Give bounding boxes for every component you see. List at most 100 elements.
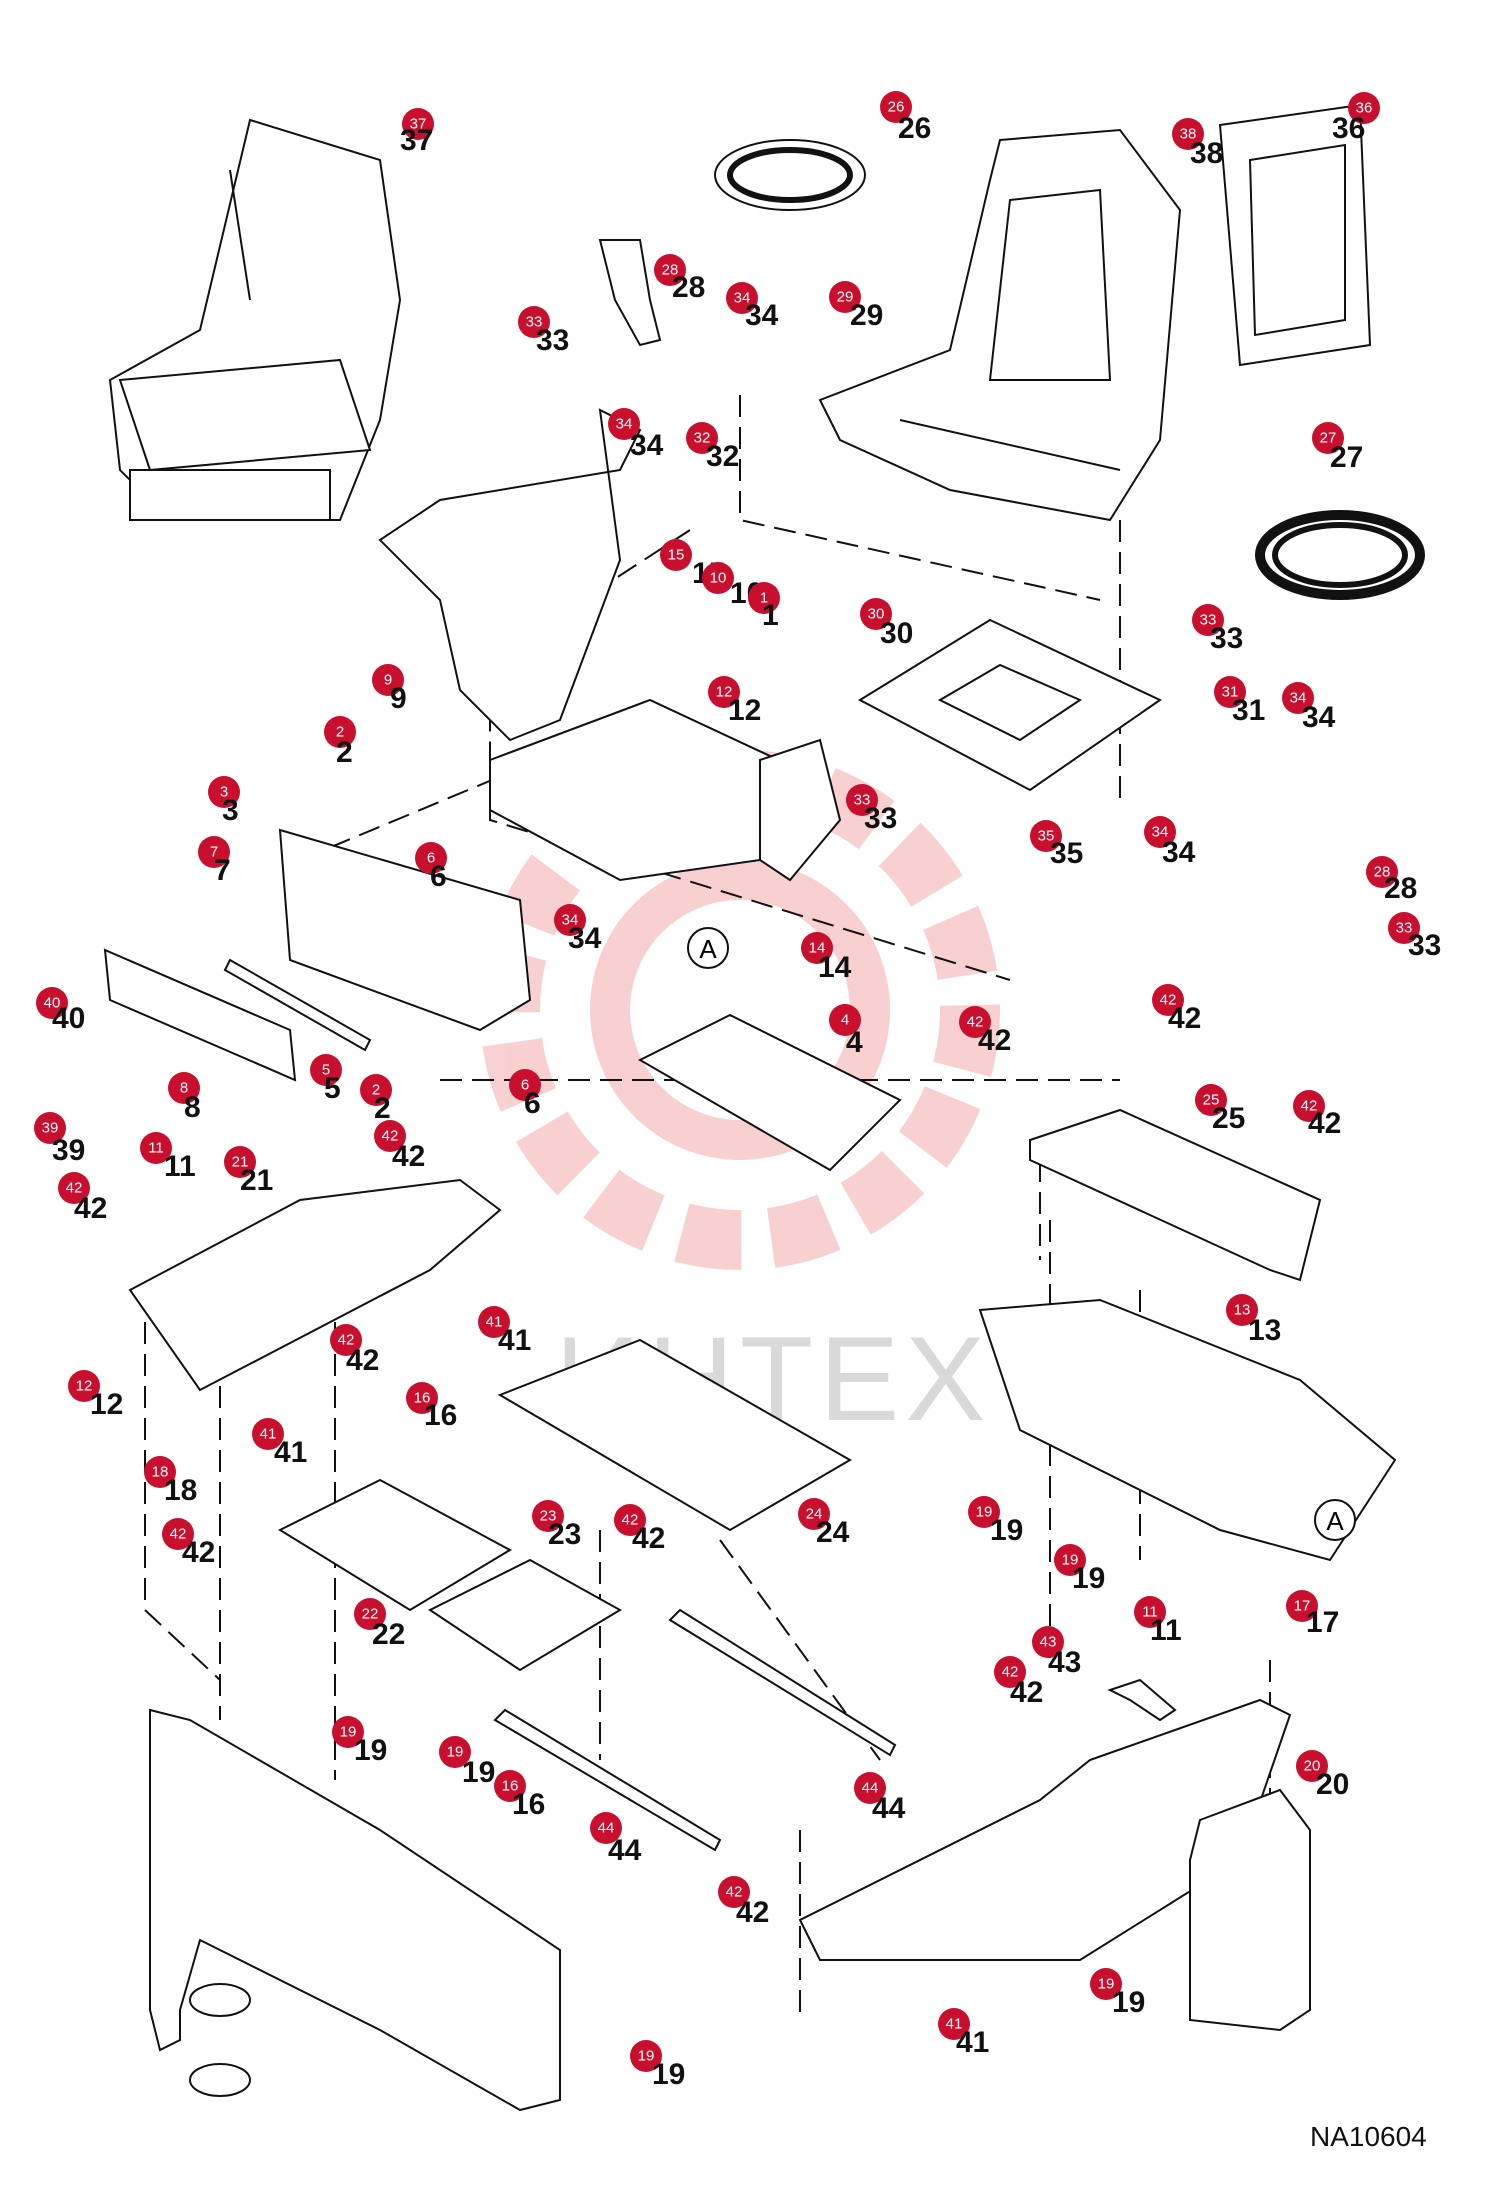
svg-text:1: 1	[760, 590, 768, 607]
label-27: 27	[1330, 441, 1363, 474]
callout-41b: 41	[252, 1418, 284, 1450]
label-28a: 28	[672, 271, 705, 304]
svg-text:11: 11	[1142, 1604, 1158, 1621]
floor-plate-right[interactable]	[1029, 1108, 1322, 1282]
callout-42g: 42	[614, 1504, 646, 1536]
label-11b: 11	[1150, 1614, 1182, 1647]
trim-strip[interactable]	[103, 948, 297, 1082]
seat-belt-buckle[interactable]	[598, 239, 662, 347]
label-42d: 42	[392, 1140, 425, 1173]
svg-text:15: 15	[668, 547, 685, 564]
svg-text:7: 7	[210, 844, 218, 861]
callout-19d: 19	[439, 1736, 471, 1768]
svg-text:42: 42	[1301, 1098, 1318, 1115]
svg-text:42: 42	[622, 1512, 639, 1529]
label-31: 31	[1232, 694, 1265, 727]
svg-text:2: 2	[336, 724, 344, 741]
callout-36: 36	[1348, 92, 1380, 124]
callout-30: 30	[860, 598, 892, 630]
side-console-panel[interactable]	[278, 828, 532, 1032]
label-32: 32	[706, 440, 739, 473]
callout-23: 23	[532, 1500, 564, 1532]
label-19d: 19	[462, 1756, 495, 1789]
seat-frame-bracket[interactable]	[378, 408, 642, 742]
svg-text:18: 18	[152, 1464, 169, 1481]
reference-marker-a-top: A	[687, 927, 729, 969]
frame-section-right[interactable]	[978, 1298, 1397, 1562]
svg-text:43: 43	[1040, 1634, 1057, 1651]
label-41b: 41	[274, 1436, 307, 1469]
svg-text:38: 38	[1180, 126, 1197, 143]
callout-33c: 33	[846, 784, 878, 816]
svg-text:42: 42	[967, 1014, 984, 1031]
callout-17: 17	[1286, 1590, 1318, 1622]
label-34d: 34	[1162, 836, 1196, 869]
frame-section-bottom-right[interactable]	[1189, 1788, 1311, 2032]
svg-text:19: 19	[1062, 1552, 1079, 1569]
callout-42h: 42	[162, 1518, 194, 1550]
callout-24: 24	[798, 1498, 830, 1530]
strip-part-5[interactable]	[223, 958, 372, 1052]
label-17: 17	[1306, 1606, 1339, 1639]
operator-seat-suspension[interactable]	[108, 118, 402, 521]
callout-26: 26	[880, 91, 912, 123]
seat-cushion[interactable]	[818, 128, 1182, 522]
manual-holder[interactable]	[1218, 103, 1372, 367]
callout-28b: 28	[1366, 856, 1398, 888]
label-2b: 2	[374, 1092, 391, 1125]
callout-29: 29	[829, 281, 861, 313]
svg-text:41: 41	[486, 1314, 503, 1331]
svg-text:41: 41	[946, 2016, 963, 2033]
label-19a: 19	[990, 1514, 1023, 1547]
svg-text:42: 42	[66, 1180, 83, 1197]
label-19f: 19	[652, 2058, 685, 2091]
floor-panel-small[interactable]	[277, 1478, 622, 1672]
seal-strip-coil-right[interactable]	[1255, 510, 1425, 600]
grab-handle[interactable]	[1107, 1678, 1177, 1722]
seat-mount-plate[interactable]	[857, 618, 1162, 792]
svg-text:41: 41	[260, 1426, 277, 1443]
reference-marker-a-right: A	[1314, 1499, 1356, 1541]
label-37: 37	[400, 124, 433, 157]
seat-base-plate[interactable]	[489, 698, 842, 882]
label-2a: 2	[336, 736, 353, 769]
svg-text:A: A	[699, 934, 717, 964]
storage-tray[interactable]	[637, 1013, 902, 1172]
main-frame-chassis[interactable]	[149, 1708, 561, 2112]
callout-43: 43	[1032, 1626, 1064, 1658]
fender-panel[interactable]	[798, 1698, 1292, 1961]
label-40: 40	[52, 1002, 85, 1035]
svg-text:2: 2	[372, 1082, 380, 1099]
callout-27: 27	[1312, 422, 1344, 454]
svg-text:40: 40	[44, 995, 61, 1012]
rubber-strip-upper[interactable]	[668, 1608, 897, 1757]
callout-1: 1	[748, 582, 780, 614]
label-6b: 6	[524, 1087, 541, 1120]
svg-text:22: 22	[362, 1606, 379, 1623]
callout-28a: 28	[654, 254, 686, 286]
label-22: 22	[372, 1618, 405, 1651]
label-26: 26	[898, 112, 931, 145]
callout-19b: 19	[1054, 1544, 1086, 1576]
svg-text:13: 13	[1234, 1302, 1251, 1319]
rubber-strip-lower[interactable]	[493, 1708, 722, 1852]
callout-33d: 33	[1388, 912, 1420, 944]
callout-16a: 16	[406, 1382, 438, 1414]
svg-text:35: 35	[1038, 828, 1055, 845]
callout-6a: 6	[415, 842, 447, 874]
floor-plate-left[interactable]	[128, 1178, 502, 1392]
label-33b: 33	[1210, 622, 1243, 655]
svg-text:17: 17	[1294, 1598, 1311, 1615]
svg-text:A: A	[1326, 1506, 1344, 1536]
callout-34d: 34	[1144, 816, 1176, 848]
svg-text:33: 33	[526, 314, 543, 331]
label-5: 5	[324, 1072, 341, 1105]
label-34e: 34	[568, 922, 602, 955]
label-44a: 44	[872, 1792, 906, 1825]
svg-text:6: 6	[427, 850, 435, 867]
floor-panel[interactable]	[497, 1338, 852, 1532]
seal-strip-coil[interactable]	[714, 139, 866, 211]
label-11a: 11	[164, 1150, 196, 1183]
svg-text:24: 24	[806, 1506, 823, 1523]
